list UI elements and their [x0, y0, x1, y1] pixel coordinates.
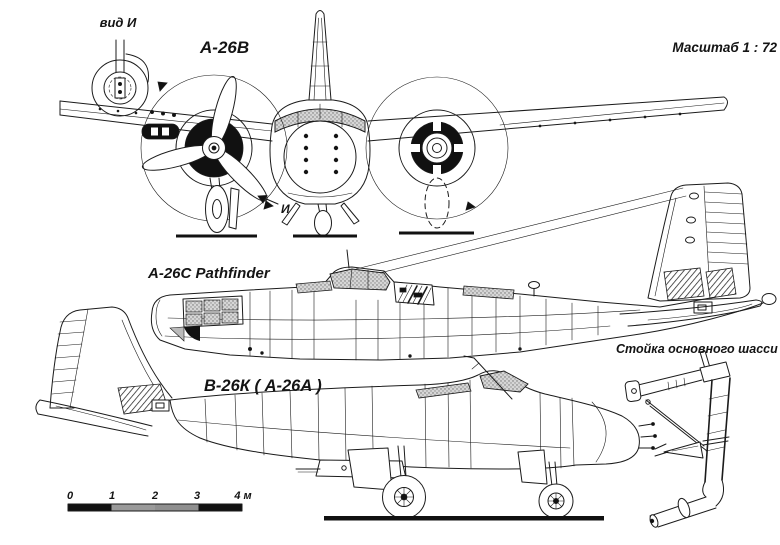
glazed-nose	[169, 295, 244, 342]
tail-fin-b26k	[49, 306, 173, 415]
view-i-marker-label: И	[281, 202, 290, 216]
rotation-arrow	[465, 201, 476, 211]
canopy-a26c	[295, 249, 540, 306]
main-gear-strut-detail: Стойка основного шасси	[616, 342, 778, 528]
b26k-side-view: B-26К ( A-26A )	[35, 306, 657, 521]
left-engine-propeller	[140, 74, 288, 238]
retracted-wheel-outline	[424, 177, 450, 229]
gun-pod	[141, 123, 180, 140]
nose-glazing-dots	[303, 133, 339, 175]
propeller-disc-right	[365, 76, 509, 220]
scale-tick-0: 0	[67, 490, 74, 502]
scale-tick-1: 1	[109, 490, 115, 502]
wing-root-strip-b26k	[415, 382, 472, 399]
fuselage-front	[269, 99, 371, 238]
rotation-arrow	[263, 200, 274, 210]
stabilizer-b26k	[35, 399, 153, 437]
fuselage-b26k	[169, 355, 657, 479]
view-i-wheel-detail: вид И	[91, 15, 150, 117]
scale-tick-3: 3	[194, 490, 200, 502]
canopy-b26k	[479, 370, 529, 393]
a26b-front-view: A-26B	[59, 10, 728, 238]
side-view-top-label: A-26C Pathfinder	[147, 265, 271, 282]
tail-fin-a26c	[647, 182, 751, 314]
nose-gear-b26k	[517, 449, 574, 519]
tail-fin-front	[308, 10, 332, 101]
scale-tick-2: 2	[151, 490, 158, 502]
nose-gun-muzzles	[638, 422, 657, 450]
scale-end-label: 4 м	[233, 490, 251, 502]
rudder-trim-tab	[705, 267, 737, 299]
rotation-arrow	[157, 81, 168, 92]
scale-bar: 0 1 2 3 4 м	[67, 490, 252, 512]
right-engine	[365, 76, 509, 235]
view-i-marker: И	[257, 195, 290, 216]
nose-black-panel	[184, 326, 200, 341]
wing-root-strip	[462, 285, 515, 300]
fin-fairing-hatch	[663, 267, 705, 301]
ground-line	[324, 516, 604, 521]
gear-detail-label: Стойка основного шасси	[616, 342, 778, 356]
detail-view-label: вид И	[100, 15, 137, 30]
front-view-label: A-26B	[199, 38, 249, 57]
nose-gear-front	[293, 203, 357, 238]
gear-door-right	[340, 202, 360, 225]
axle-flange	[677, 497, 691, 519]
gear-door-left	[281, 202, 301, 226]
a26c-side-view: A-26C Pathfinder	[147, 182, 777, 361]
scale-note: Масштаб 1 : 72	[672, 40, 777, 55]
main-gear-b26k	[347, 445, 426, 519]
main-gear-left-front	[176, 177, 257, 238]
